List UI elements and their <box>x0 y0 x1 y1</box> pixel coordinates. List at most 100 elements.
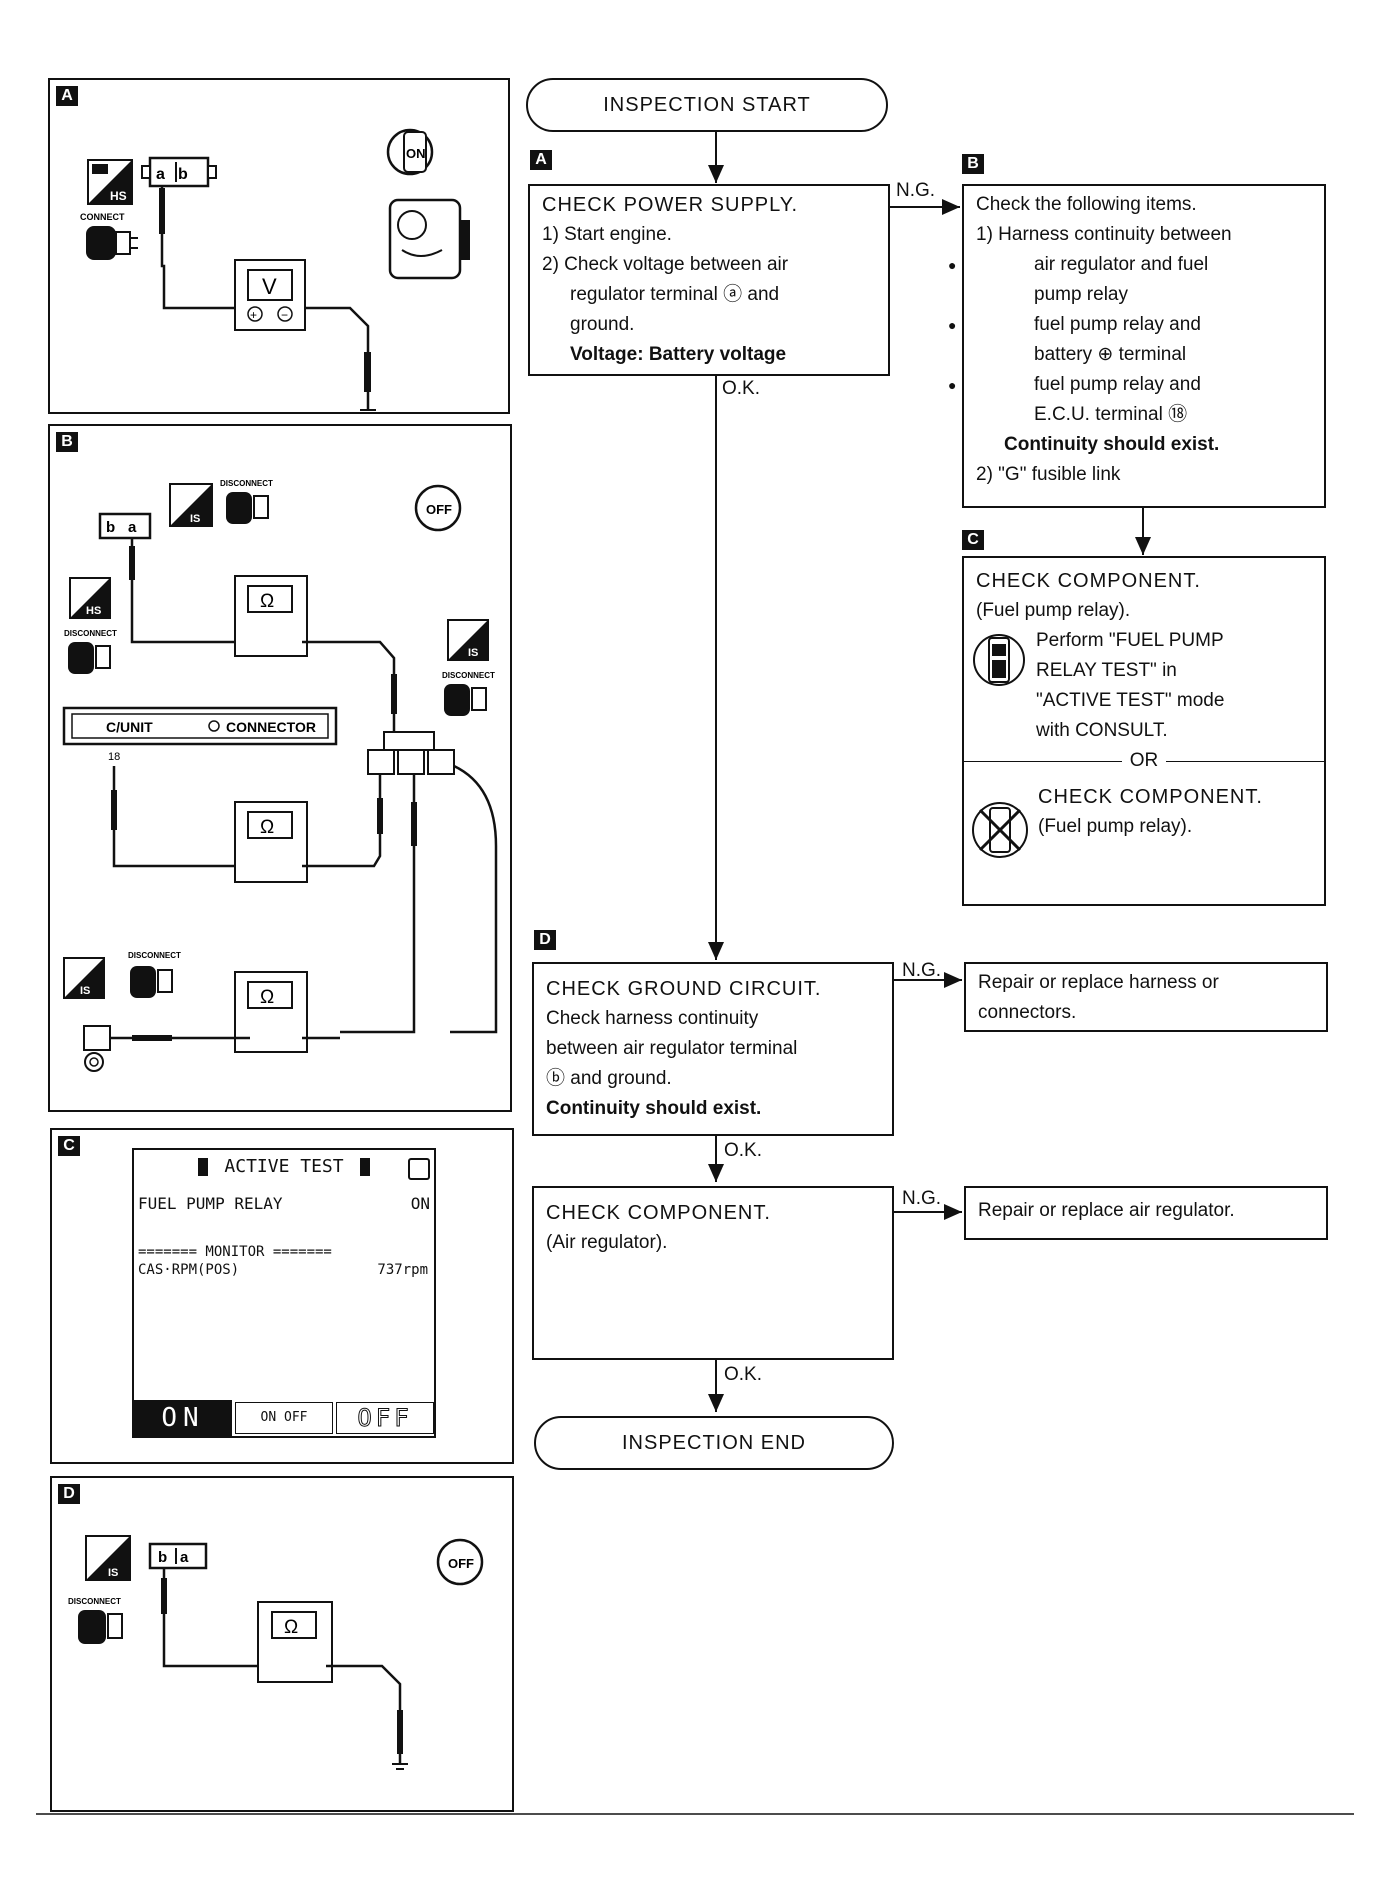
box-c-sub: (Fuel pump relay). <box>976 600 1131 621</box>
box-a-line4: ground. <box>570 314 635 335</box>
box-b-bullet1b: pump relay <box>1034 284 1128 305</box>
inspection-end: INSPECTION END <box>534 1416 894 1470</box>
screen-button-on[interactable]: ON <box>134 1400 232 1436</box>
panel-d-tag: D <box>58 1484 80 1504</box>
box-check-air-regulator: CHECK COMPONENT. (Air regulator). <box>532 1186 894 1360</box>
ohmmeter-d: Ω <box>257 1601 333 1683</box>
cunit-connector: C/UNIT CONNECTOR <box>62 706 338 746</box>
pin-18-label: 18 <box>108 751 120 763</box>
box-check-items: Check the following items. 1) Harness co… <box>948 184 1326 508</box>
voltmeter-label: V <box>262 274 277 299</box>
engine-icon <box>388 198 470 280</box>
connect-label: CONNECT <box>80 212 125 222</box>
ohmmeter-3: Ω <box>234 971 308 1053</box>
box-c-title: CHECK COMPONENT. <box>976 570 1201 592</box>
svg-text:Ω: Ω <box>260 591 274 612</box>
svg-text:IS: IS <box>468 647 478 659</box>
svg-text:Ω: Ω <box>260 987 274 1008</box>
svg-text:HS: HS <box>86 605 101 617</box>
flow-tag-a: A <box>530 150 552 170</box>
screen-title: ACTIVE TEST <box>224 1156 344 1177</box>
box-b-line3: 2) "G" fusible link <box>976 464 1121 485</box>
svg-text:b: b <box>178 166 188 183</box>
box-repair-harness: Repair or replace harness or connectors. <box>964 962 1328 1032</box>
repair-d-line1: Repair or replace harness or <box>978 972 1219 993</box>
box-b-line1: Check the following items. <box>976 194 1197 215</box>
ng-label-e: N.G. <box>902 1188 942 1209</box>
inspection-start: INSPECTION START <box>526 78 888 132</box>
ok-label-d: O.K. <box>724 1140 763 1161</box>
hs-icon: HS <box>87 159 133 205</box>
box-d-line2: between air regulator terminal <box>546 1038 798 1059</box>
ng-label-a: N.G. <box>896 180 936 201</box>
svg-text:IS: IS <box>108 1567 118 1579</box>
box-b-bullet2b: battery ⊕ terminal <box>1034 344 1187 365</box>
hs-label: HS <box>110 189 127 203</box>
box-repair-regulator: Repair or replace air regulator. <box>964 1186 1328 1240</box>
panel-d-diagram: IS DISCONNECT b a Ω OFF <box>68 1535 484 1770</box>
svg-text:a: a <box>128 519 137 536</box>
svg-text:Ω: Ω <box>260 817 274 838</box>
box-ground-circuit: CHECK GROUND CIRCUIT. Check harness cont… <box>532 962 894 1136</box>
svg-text:−: − <box>281 308 288 322</box>
box-d-title: CHECK GROUND CIRCUIT. <box>546 978 822 1000</box>
panel-d: D IS DISCONNECT b a Ω OFF <box>50 1476 514 1812</box>
consult-tool-icon <box>973 634 1025 686</box>
box-c-alt-title: CHECK COMPONENT. <box>1038 786 1263 808</box>
cunit-label: C/UNIT <box>106 719 153 735</box>
panel-a-tag: A <box>56 86 78 106</box>
screen-item-value: ON <box>410 1194 430 1213</box>
box-a-line2: 2) Check voltage between air <box>542 254 789 275</box>
svg-text:DISCONNECT: DISCONNECT <box>442 671 495 680</box>
ignition-off-icon-d: OFF <box>436 1538 484 1586</box>
screen-monitor-row: CAS·RPM(POS) 737rpm <box>138 1262 432 1278</box>
screen-button-off[interactable]: OFF <box>336 1402 434 1434</box>
disconnect-label-1: DISCONNECT <box>220 479 273 488</box>
screen-item-label: FUEL PUMP RELAY <box>138 1194 283 1213</box>
box-d-bold: Continuity should exist. <box>546 1098 762 1119</box>
box-a-line1: 1) Start engine. <box>542 224 672 245</box>
box-c-p4: with CONSULT. <box>1036 720 1168 741</box>
svg-text:DISCONNECT: DISCONNECT <box>128 951 181 960</box>
box-b-bullet1a: air regulator and fuel <box>948 250 1312 280</box>
panel-a-diagram: HS a b CONNECT V + − <box>80 128 470 411</box>
panel-b-tag: B <box>56 432 78 452</box>
box-check-component-relay: CHECK COMPONENT. (Fuel pump relay). Perf… <box>962 556 1326 906</box>
screen-monitor-item: CAS·RPM(POS) <box>138 1262 240 1278</box>
box-e-title: CHECK COMPONENT. <box>546 1202 771 1224</box>
ignition-on-icon: ON <box>386 128 434 176</box>
box-b-line2: 1) Harness continuity between <box>976 224 1232 245</box>
ok-label-a: O.K. <box>722 378 761 399</box>
connect-icon <box>86 226 138 260</box>
svg-text:+: + <box>250 308 257 322</box>
svg-text:DISCONNECT: DISCONNECT <box>64 629 117 638</box>
ohmmeter-1: Ω <box>234 575 308 657</box>
ground-eyelet-icon <box>83 1025 111 1072</box>
box-c-alt-sub: (Fuel pump relay). <box>1038 816 1193 837</box>
box-b-bullet3b: E.C.U. terminal ⑱ <box>1034 404 1188 425</box>
disconnect-icon <box>226 492 269 524</box>
voltmeter-icon: V + − <box>234 259 306 331</box>
svg-text:Ω: Ω <box>284 1617 298 1638</box>
box-c-p2: RELAY TEST" in <box>1036 660 1177 681</box>
svg-text:b: b <box>158 1549 167 1566</box>
box-a-title: CHECK POWER SUPPLY. <box>542 194 799 216</box>
svg-text:DISCONNECT: DISCONNECT <box>68 1597 121 1606</box>
flow-tag-d: D <box>534 930 556 950</box>
screen-monitor-value: 737rpm <box>377 1262 428 1278</box>
panel-c-tag: C <box>58 1136 80 1156</box>
svg-text:OFF: OFF <box>448 1556 474 1571</box>
box-b-bullet3a: fuel pump relay and <box>948 370 1312 400</box>
svg-text:IS: IS <box>80 985 90 997</box>
flow-tag-c: C <box>962 530 984 550</box>
box-b-bold: Continuity should exist. <box>1004 434 1220 455</box>
repair-e-text: Repair or replace air regulator. <box>978 1200 1235 1221</box>
screen-item-row: FUEL PUMP RELAY ON <box>138 1194 432 1213</box>
box-c-p1: Perform "FUEL PUMP <box>1036 630 1224 651</box>
box-power-supply: CHECK POWER SUPPLY. 1) Start engine. 2) … <box>528 184 890 376</box>
box-b-bullet2a: fuel pump relay and <box>948 310 1312 340</box>
ng-label-d: N.G. <box>902 960 942 981</box>
connector-icon: a b <box>141 156 217 188</box>
on-label: ON <box>406 146 426 161</box>
screen-button-on-off[interactable]: ON OFF <box>235 1402 333 1434</box>
